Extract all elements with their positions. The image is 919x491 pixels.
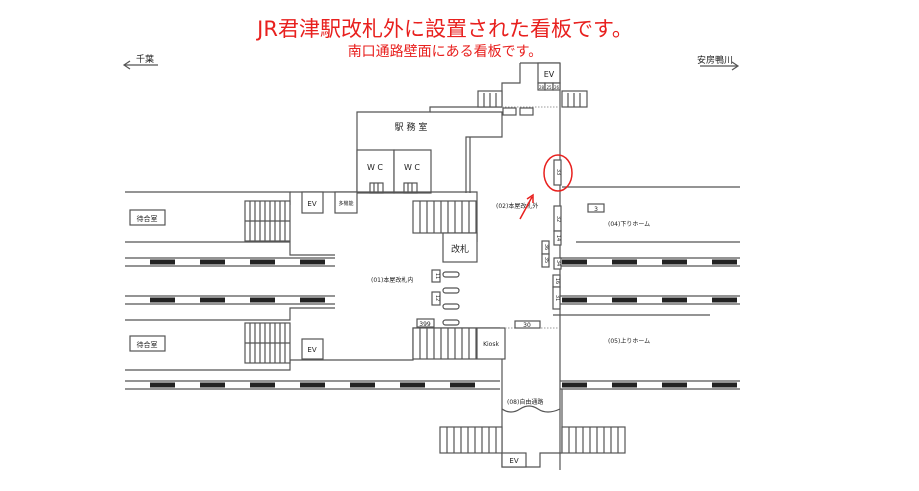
multipurpose-label: 多機能 bbox=[338, 200, 353, 207]
sign-33-box bbox=[553, 159, 562, 186]
map-subtitle: 南口通路壁面にある看板です。 bbox=[348, 44, 543, 60]
ev-bottom bbox=[501, 452, 527, 468]
arrow-right-icon bbox=[700, 61, 740, 71]
waiting-room-2-label: 待合室 bbox=[137, 340, 158, 349]
area-up-platform: (05)上りホーム bbox=[608, 337, 650, 345]
sign-28: 28 bbox=[539, 85, 545, 90]
sign-399-box bbox=[416, 318, 435, 328]
ev-lower-left-label: EV bbox=[307, 346, 316, 354]
direction-right: 安房鴨川 bbox=[697, 54, 740, 71]
pillar-signs: 32 14 36 35 34 16 31 bbox=[541, 205, 562, 310]
waiting-room-1 bbox=[129, 209, 166, 226]
sign-14: 14 bbox=[555, 235, 561, 241]
sign-3-box bbox=[587, 203, 605, 213]
sign-36: 36 bbox=[543, 244, 549, 250]
stairs-center bbox=[412, 200, 477, 234]
waiting-room-2 bbox=[129, 335, 166, 352]
area-inside-gate: (01)本屋改札内 bbox=[371, 276, 413, 284]
stairs-bottom-left bbox=[439, 426, 503, 454]
kiosk-label: Kiosk bbox=[483, 341, 499, 348]
sign-12-box bbox=[431, 291, 441, 306]
waiting-room-1-label: 待合室 bbox=[137, 214, 158, 223]
ticket-gate-label: 改札 bbox=[451, 243, 469, 255]
direction-left: 千葉 bbox=[122, 53, 158, 70]
sign-30: 30 bbox=[523, 322, 531, 329]
box bbox=[502, 107, 517, 116]
wc-stairs bbox=[369, 182, 418, 194]
kiosk bbox=[476, 327, 506, 360]
sign-12: 12 bbox=[434, 295, 440, 301]
sign-31: 31 bbox=[554, 295, 560, 301]
direction-left-label: 千葉 bbox=[136, 53, 154, 65]
sign-33: 33 bbox=[555, 169, 561, 175]
sign-30-box bbox=[514, 320, 541, 329]
ev-lower-left bbox=[301, 338, 324, 360]
sign-26: 26 bbox=[554, 85, 560, 90]
area-free-passage: (08)自由通路 bbox=[507, 398, 543, 406]
stairs-lower-left bbox=[244, 322, 291, 364]
stairs-upper-left bbox=[244, 200, 291, 242]
ev-bottom-label: EV bbox=[509, 457, 518, 465]
wc-2-label: W C bbox=[404, 163, 420, 172]
direction-right-label: 安房鴨川 bbox=[697, 54, 733, 66]
highlight-arrow-icon bbox=[519, 193, 534, 220]
sign-399: 399 bbox=[419, 321, 431, 328]
ev-top-label: EV bbox=[544, 70, 555, 79]
sign-16: 16 bbox=[554, 278, 560, 284]
ticket-gate bbox=[442, 232, 478, 263]
passage-break bbox=[501, 405, 561, 413]
sign-11-box bbox=[431, 269, 441, 283]
map-title: JR君津駅改札外に設置された看板です。 bbox=[255, 17, 633, 41]
stairs-top-left bbox=[477, 90, 503, 108]
platform-lines bbox=[553, 186, 740, 316]
stairs-bottom-right bbox=[561, 426, 626, 454]
station-office-label: 駅 務 室 bbox=[395, 121, 428, 133]
sign-25: 25 bbox=[546, 85, 552, 90]
wc-1-label: W C bbox=[367, 163, 383, 172]
area-down-platform: (04)下りホーム bbox=[608, 221, 650, 228]
arrow-left-icon bbox=[122, 60, 158, 70]
track-lines bbox=[125, 257, 740, 390]
stairs-top-right bbox=[561, 90, 588, 108]
area-outside-gate: (02)本屋改札外 bbox=[496, 202, 538, 210]
sign-34: 34 bbox=[555, 260, 561, 266]
sign-35: 35 bbox=[543, 257, 549, 263]
small-signs-top: 28 25 26 bbox=[537, 82, 561, 91]
ev-upper-left bbox=[301, 191, 324, 214]
highlight-circle bbox=[543, 154, 573, 192]
ticket-gate-machines bbox=[442, 271, 460, 326]
stairs-lower-center bbox=[412, 327, 477, 360]
ev-upper-left-label: EV bbox=[307, 200, 316, 208]
sign-32: 32 bbox=[555, 216, 561, 222]
box bbox=[519, 107, 534, 116]
station-office-wall bbox=[430, 111, 503, 193]
sign-3: 3 bbox=[594, 206, 598, 213]
sign-11: 11 bbox=[434, 273, 440, 279]
multipurpose-toilet bbox=[334, 191, 358, 214]
